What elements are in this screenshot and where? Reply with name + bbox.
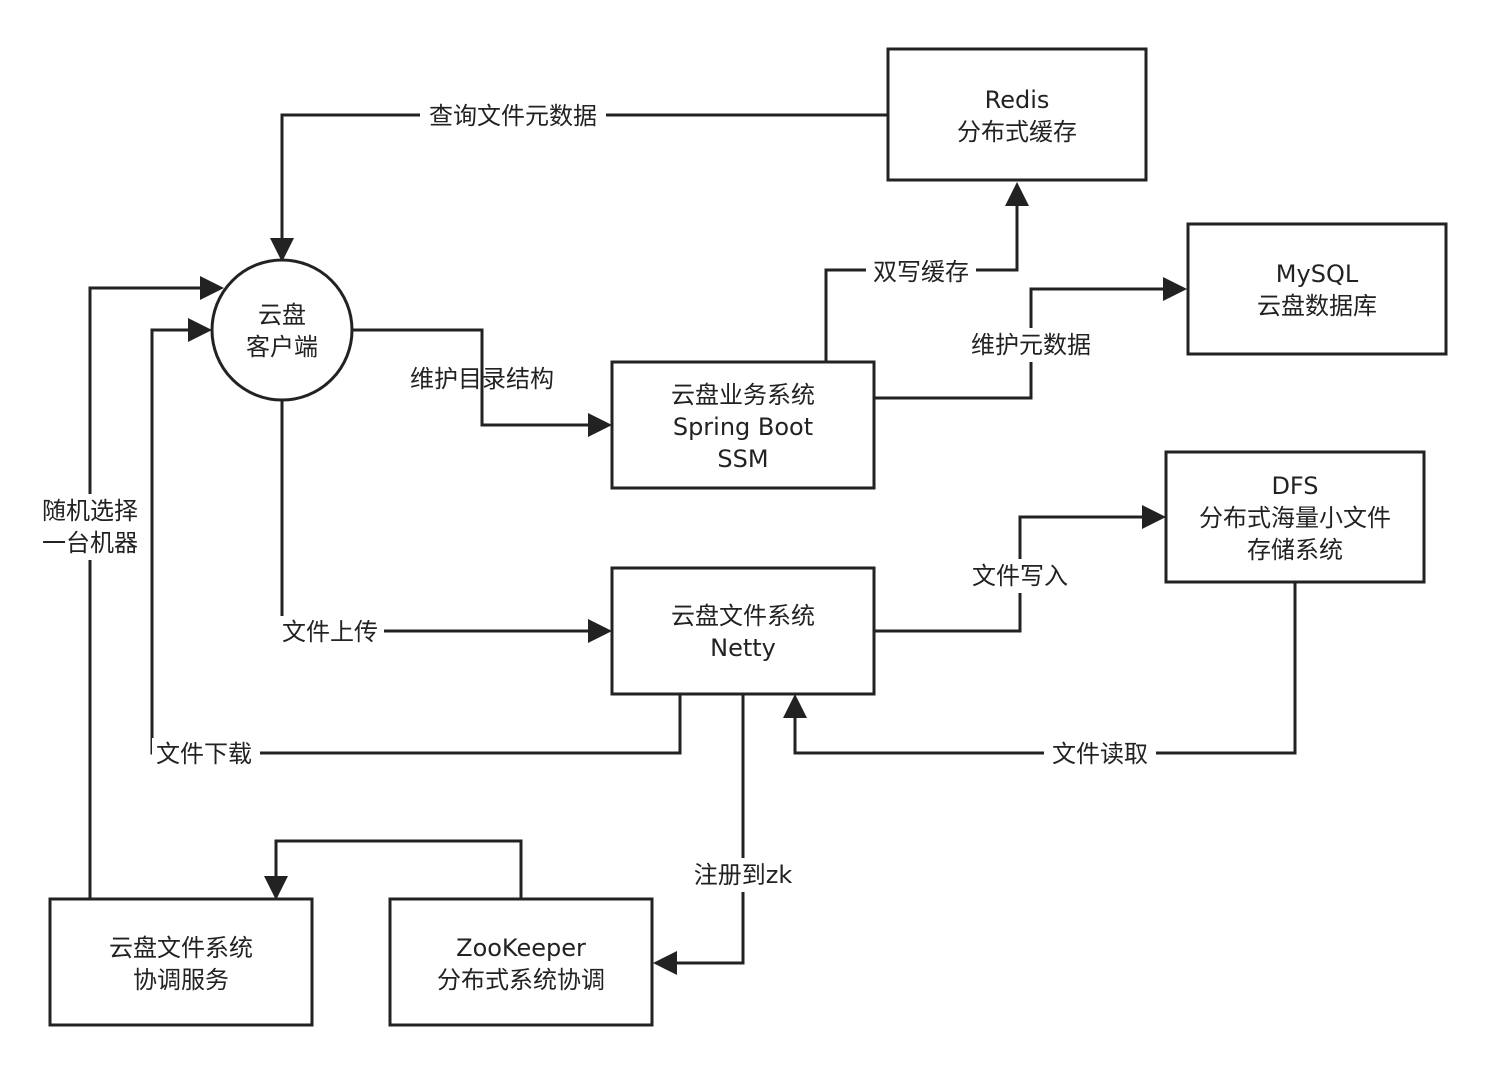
- arrowhead: [1142, 505, 1166, 529]
- node-zookeeper: ZooKeeper 分布式系统协调: [388, 897, 654, 1027]
- node-mysql-line1: MySQL: [1276, 260, 1359, 288]
- edge-maintain-dir: 维护目录结构: [352, 328, 612, 437]
- node-file-system-line1: 云盘文件系统: [671, 602, 815, 630]
- edge-file-upload: 文件上传: [276, 398, 612, 648]
- edge-label-file-read: 文件读取: [1052, 740, 1148, 768]
- edge-label-query-metadata: 查询文件元数据: [429, 102, 597, 130]
- node-mysql: MySQL 云盘数据库: [1186, 222, 1448, 356]
- edge-label-random-select-line2: 一台机器: [42, 529, 138, 557]
- node-business-system: 云盘业务系统 Spring Boot SSM: [610, 360, 876, 490]
- edge-query-metadata: 查询文件元数据: [270, 100, 887, 262]
- edge-label-file-download: 文件下载: [156, 740, 252, 768]
- node-business-line3: SSM: [717, 445, 768, 473]
- arrowhead: [188, 318, 212, 342]
- node-file-system-line2: Netty: [710, 634, 776, 662]
- edge-label-file-upload: 文件上传: [282, 618, 378, 646]
- arrowhead: [1005, 182, 1029, 206]
- edge-label-maintain-dir: 维护目录结构: [410, 365, 554, 393]
- edge-label-register-zk: 注册到zk: [694, 861, 793, 889]
- arrowhead: [200, 276, 224, 300]
- arrowhead: [1163, 277, 1187, 301]
- node-client-line2: 客户端: [246, 333, 318, 361]
- edge-file-download: 文件下载: [150, 318, 682, 770]
- node-redis: Redis 分布式缓存: [886, 47, 1148, 182]
- edge-zk-to-coordinator: [264, 839, 523, 900]
- node-mysql-line2: 云盘数据库: [1257, 292, 1377, 320]
- edge-random-select: 随机选择 一台机器: [34, 276, 224, 898]
- arrowhead: [653, 951, 677, 975]
- edge-file-read: 文件读取: [783, 582, 1297, 770]
- node-zookeeper-line1: ZooKeeper: [456, 934, 586, 962]
- node-zookeeper-line2: 分布式系统协调: [437, 966, 605, 994]
- node-redis-line2: 分布式缓存: [957, 118, 1077, 146]
- node-redis-line1: Redis: [985, 86, 1050, 114]
- edge-label-random-select-line1: 随机选择: [42, 497, 138, 525]
- node-dfs-line3: 存储系统: [1247, 536, 1343, 564]
- edge-maintain-meta: 维护元数据: [875, 277, 1187, 400]
- edge-register-zk: 注册到zk: [653, 694, 796, 975]
- node-client: 云盘 客户端: [210, 258, 354, 402]
- node-coordinator-line1: 云盘文件系统: [109, 934, 253, 962]
- arrowhead: [588, 619, 612, 643]
- edge-label-double-write: 双写缓存: [873, 258, 969, 286]
- node-dfs-line2: 分布式海量小文件: [1199, 504, 1391, 532]
- arrowhead: [783, 694, 807, 718]
- arrowhead: [264, 876, 288, 900]
- arrowhead: [588, 413, 612, 437]
- node-business-line1: 云盘业务系统: [671, 381, 815, 409]
- node-file-system: 云盘文件系统 Netty: [610, 566, 876, 696]
- edge-label-maintain-meta: 维护元数据: [971, 331, 1091, 359]
- node-coordinator-line2: 协调服务: [133, 966, 229, 994]
- node-coordinator: 云盘文件系统 协调服务: [48, 897, 314, 1027]
- arrowhead: [270, 238, 294, 262]
- node-dfs-line1: DFS: [1271, 472, 1318, 500]
- node-business-line2: Spring Boot: [673, 413, 813, 441]
- node-client-line1: 云盘: [258, 301, 306, 329]
- edge-label-file-write: 文件写入: [972, 562, 1068, 590]
- edge-double-write: 双写缓存: [824, 182, 1029, 361]
- node-dfs: DFS 分布式海量小文件 存储系统: [1164, 450, 1426, 584]
- edge-file-write: 文件写入: [875, 505, 1166, 633]
